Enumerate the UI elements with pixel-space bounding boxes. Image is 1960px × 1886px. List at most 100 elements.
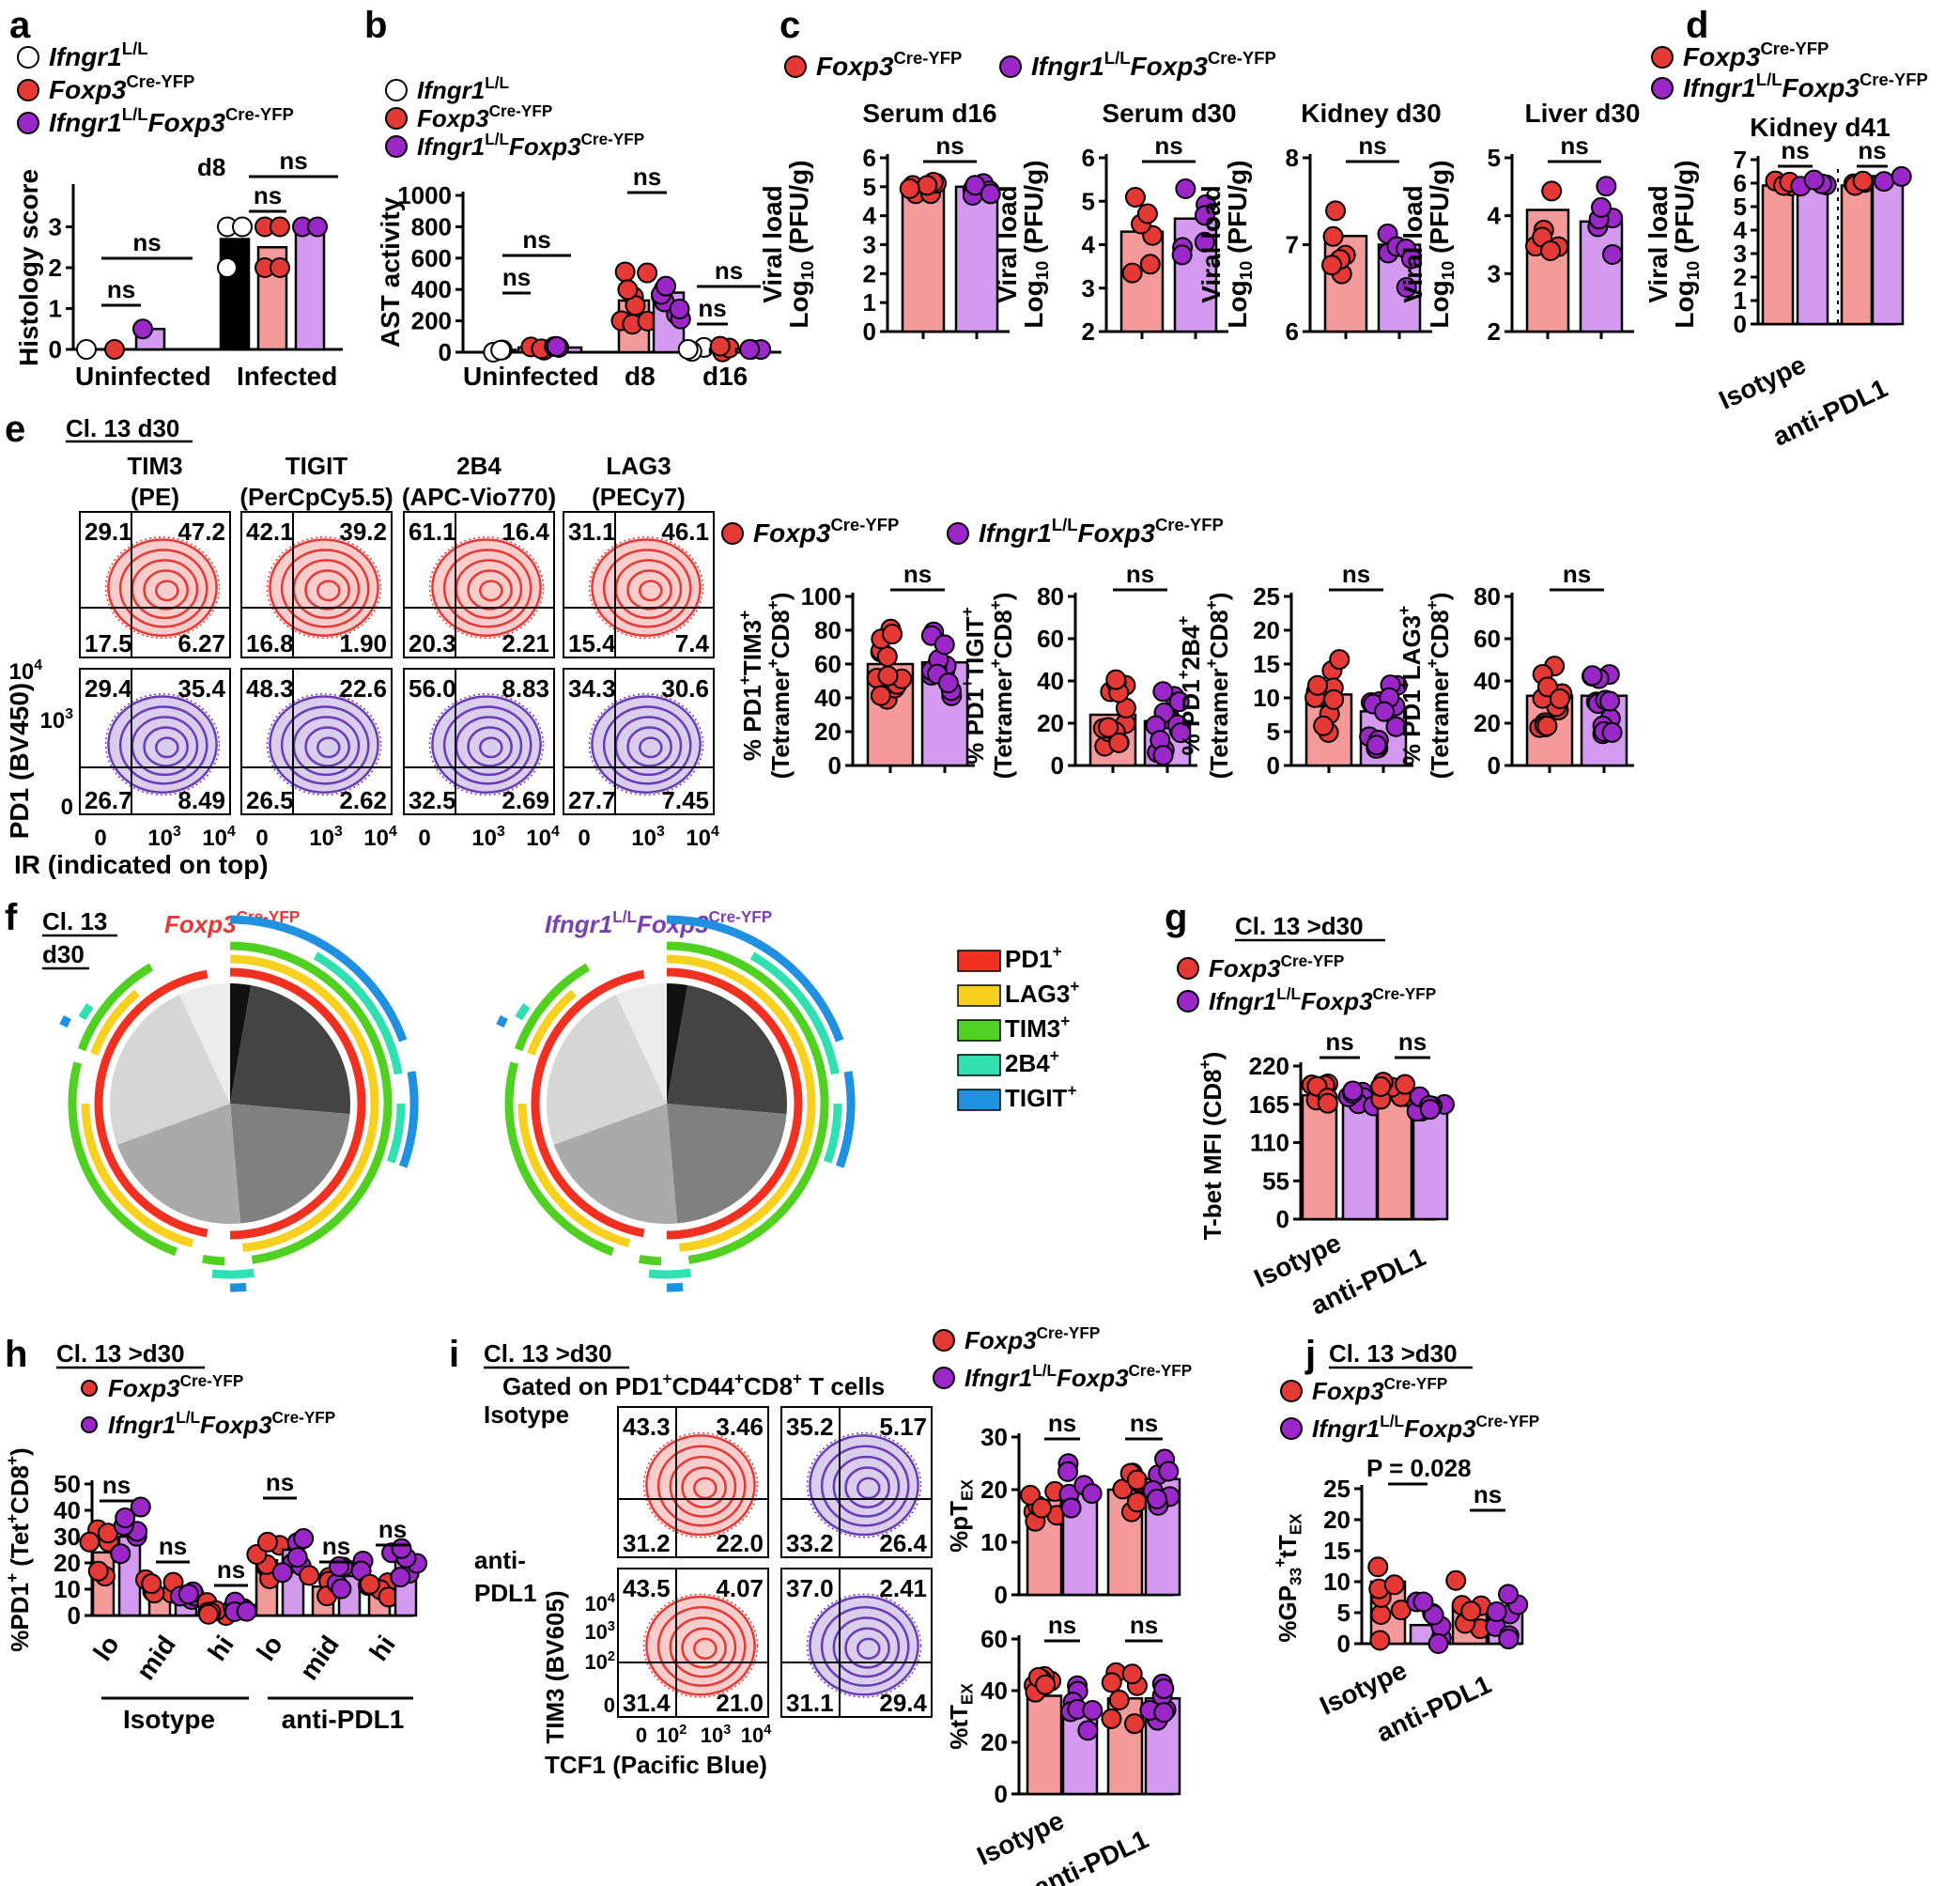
category-label: hi — [363, 1631, 401, 1666]
text-part: + — [764, 600, 782, 610]
data-point — [1124, 186, 1146, 208]
text-part: Cre-YFP — [1281, 951, 1345, 970]
text-part: Log — [1425, 280, 1454, 328]
text-part: Cre-YFP — [1476, 1412, 1540, 1430]
y-tick-label: 7 — [1286, 231, 1299, 259]
text-part: Foxp3 — [147, 108, 225, 137]
text-part: Ifngr1 — [1312, 1414, 1380, 1443]
ring-arc — [229, 954, 379, 1252]
y-tick-label: 60 — [814, 650, 841, 678]
significance-label: ns — [1563, 560, 1591, 588]
text-part: (PFU/g) — [1425, 160, 1454, 260]
data-point — [1428, 1633, 1449, 1654]
text-part: Ifngr1 — [1031, 52, 1104, 81]
text-part: (PFU/g) — [784, 160, 813, 260]
data-point — [104, 339, 125, 360]
contour-ring — [832, 1616, 901, 1678]
axis-tick: 104 — [741, 1723, 772, 1747]
subset-title: Ifngr1L/LFoxp3Cre-YFP — [545, 907, 772, 938]
ring-arc — [229, 941, 393, 1264]
quadrant-value: 34.3 — [568, 674, 616, 703]
contour-ring — [479, 580, 503, 602]
category-label: mid — [131, 1631, 181, 1686]
quadrant-value: 61.1 — [409, 518, 456, 546]
data-point — [130, 1496, 151, 1518]
text-part: Cre-YFP — [272, 1408, 336, 1427]
text-part: 10 — [701, 1724, 723, 1747]
ring-arc — [229, 967, 366, 1240]
panel-title: Serum d30 — [1102, 99, 1236, 128]
significance-label: ns — [132, 228, 161, 256]
flow-plot — [617, 1406, 769, 1558]
ring-arc — [666, 1282, 684, 1292]
data-point — [1599, 690, 1621, 712]
data-point — [1121, 262, 1143, 284]
y-axis-label: (Tetramer+CD8+) — [986, 593, 1017, 780]
text-part: + — [3, 1456, 22, 1465]
legend-label: Ifngr1L/LFoxp3Cre-YFP — [108, 1408, 335, 1439]
text-part: ) — [766, 593, 795, 601]
text-part: %PD1 — [6, 1583, 34, 1652]
text-part: Cre-YFP — [1384, 1374, 1448, 1393]
quadrant-value: 2.41 — [879, 1574, 927, 1602]
legend-label: Ifngr1L/LFoxp3Cre-YFP — [1209, 984, 1436, 1015]
text-part: 4 — [34, 657, 42, 673]
y-tick-label: 20 — [1253, 616, 1280, 644]
legend-label: 2B4+ — [1005, 1046, 1059, 1077]
bar — [954, 185, 999, 333]
quadrant-value: 6.27 — [177, 629, 225, 657]
label: Uninfected — [463, 362, 599, 391]
text-part: Cre-YFP — [893, 48, 962, 68]
data-point — [1342, 1080, 1364, 1102]
contour-ring — [626, 726, 672, 767]
data-point — [1060, 1497, 1082, 1519]
y-tick-label: 10 — [1253, 684, 1280, 712]
text-part: 4 — [608, 1591, 615, 1606]
text-part: + — [1174, 616, 1193, 626]
text-part: TIM3 — [1005, 1014, 1060, 1043]
y-tick-label: 6 — [863, 144, 876, 172]
data-point — [614, 261, 636, 283]
bar — [1579, 220, 1624, 333]
quadrant-value: 31.4 — [623, 1689, 671, 1717]
significance-label: ns — [1048, 1409, 1076, 1437]
text-part: + — [1395, 680, 1413, 689]
data-point — [1139, 254, 1161, 275]
data-point — [1891, 165, 1912, 187]
data-point — [1152, 745, 1174, 766]
category-label: lo — [251, 1631, 288, 1666]
text-part: Foxp3 — [1057, 1364, 1129, 1392]
legend-label: TIGIT+ — [1005, 1081, 1076, 1112]
y-tick-label: 40 — [54, 1496, 81, 1524]
text-part: tT — [1273, 1535, 1302, 1558]
contour-ring — [118, 705, 208, 785]
text-part: EX — [958, 1683, 977, 1705]
pie-slice — [109, 994, 230, 1145]
y-axis-label: Viral load — [1644, 185, 1673, 303]
text-part: TIM3 — [738, 620, 766, 675]
text-part: ) — [1205, 593, 1233, 601]
contour-ring — [693, 1476, 718, 1500]
text-part: ) — [1198, 1052, 1227, 1060]
data-point — [1366, 734, 1387, 756]
text-part: Foxp3 — [753, 518, 831, 548]
significance-label: ns — [254, 181, 282, 209]
legend-label: Foxp3Cre-YFP — [753, 515, 899, 548]
significance-label: ns — [159, 1532, 187, 1560]
ring-arc — [666, 915, 844, 1043]
data-point — [1322, 225, 1344, 247]
label: Cl. 13 >d30 — [56, 1339, 185, 1368]
flow-plot — [403, 511, 555, 658]
significance-label: ns — [217, 1555, 245, 1584]
ring-arc — [527, 989, 577, 1056]
data-point — [76, 339, 97, 360]
text-part: + — [1423, 658, 1442, 668]
contour-ring — [107, 538, 218, 637]
significance-label: ns — [1560, 131, 1588, 160]
text-part: T cells — [802, 1372, 885, 1400]
text-part: 10 — [147, 826, 173, 851]
text-part: 10 — [1032, 261, 1052, 281]
legend-label: Foxp3Cre-YFP — [417, 101, 552, 132]
y-tick-label: 4 — [1488, 202, 1502, 230]
